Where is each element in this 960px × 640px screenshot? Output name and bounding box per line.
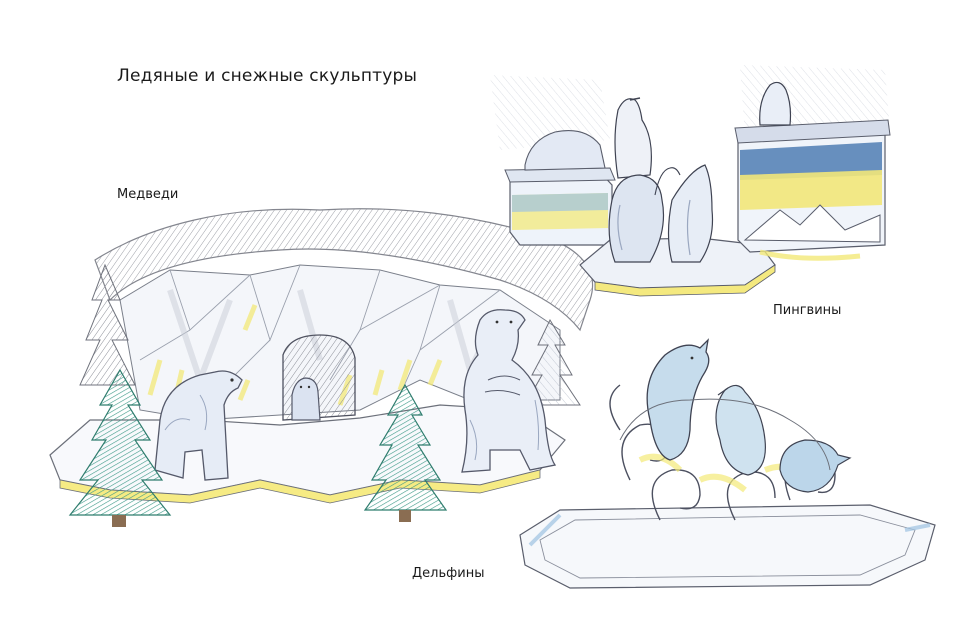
penguins-scene [490, 65, 891, 297]
dolphin-right [779, 439, 852, 493]
back-fir-tree [524, 318, 581, 406]
display-box-left [504, 130, 616, 246]
page-title: Ледяные и снежные скульптуры [117, 66, 418, 86]
dolphins-label: Дельфины [412, 566, 485, 581]
polar-bear-standing [461, 309, 557, 473]
polar-bear-left [154, 370, 243, 481]
penguins-group [608, 97, 714, 263]
bears-scene [49, 208, 594, 527]
cave-rock [94, 208, 594, 332]
dolphin-middle [715, 384, 766, 476]
green-fir-tree-center [363, 383, 448, 522]
display-box-right [734, 81, 891, 253]
grey-fir-tree [79, 263, 136, 386]
dolphin-base [519, 504, 936, 589]
green-fir-tree-left [68, 368, 172, 527]
bear-cub [291, 377, 321, 421]
dolphin-left [646, 338, 710, 461]
penguins-label: Пингвины [773, 303, 842, 318]
bears-label: Медведи [117, 187, 179, 202]
dolphins-scene [519, 338, 936, 589]
